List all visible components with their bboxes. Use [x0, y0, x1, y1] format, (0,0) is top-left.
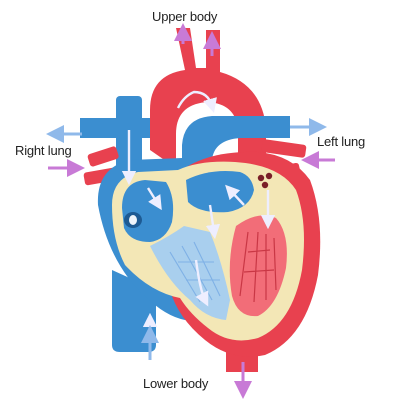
- coronary-sinus-highlight: [129, 215, 137, 225]
- internal-flow-arrows: [121, 90, 276, 340]
- upper-body-arrows: [174, 23, 221, 56]
- lower-body-label: Lower body: [143, 376, 209, 391]
- left-lung-arrows: [290, 118, 335, 169]
- pulmonary-vein-openings: [257, 172, 273, 189]
- right-lung-arrows: [46, 125, 85, 177]
- left-ventricle: [229, 215, 287, 317]
- right-lung-label: Right lung: [15, 143, 72, 158]
- chordae-tendineae: [239, 231, 277, 303]
- left-atrium: [186, 171, 254, 213]
- pulmonary-artery-right-branch: [80, 118, 150, 138]
- upper-body-label: Upper body: [152, 9, 218, 24]
- left-lung-label: Left lung: [317, 134, 366, 149]
